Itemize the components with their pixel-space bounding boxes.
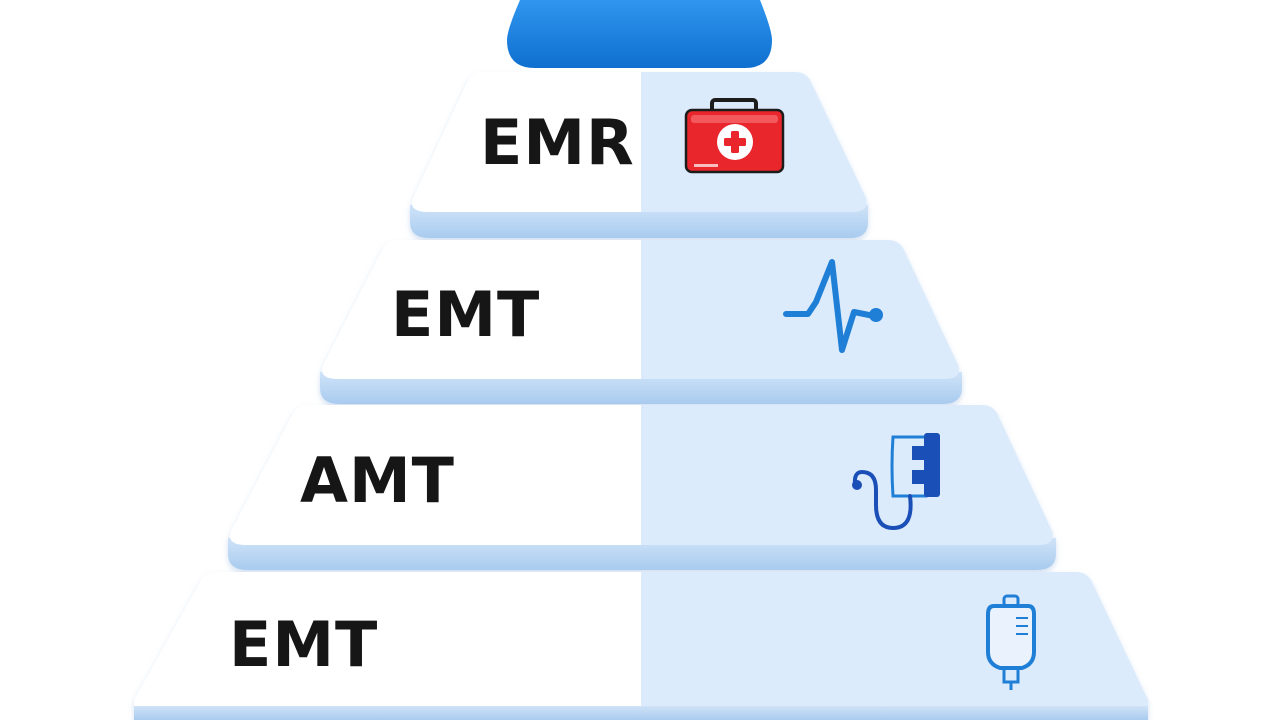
pyramid-tier-3 (228, 405, 1056, 570)
stethoscope-icon (852, 433, 940, 531)
iv-bag-icon (986, 594, 1036, 690)
tier-2-label: EMT (391, 278, 541, 351)
pyramid-tier-2 (320, 240, 962, 404)
heartbeat-icon (783, 259, 883, 353)
pyramid-apex (507, 0, 772, 68)
tier-4-label: EMT (229, 608, 379, 681)
pyramid-tier-1 (410, 72, 868, 238)
tier-1-label: EMR (480, 106, 635, 179)
first-aid-kit-icon (684, 98, 785, 174)
tier-3-label: AMT (300, 444, 455, 517)
